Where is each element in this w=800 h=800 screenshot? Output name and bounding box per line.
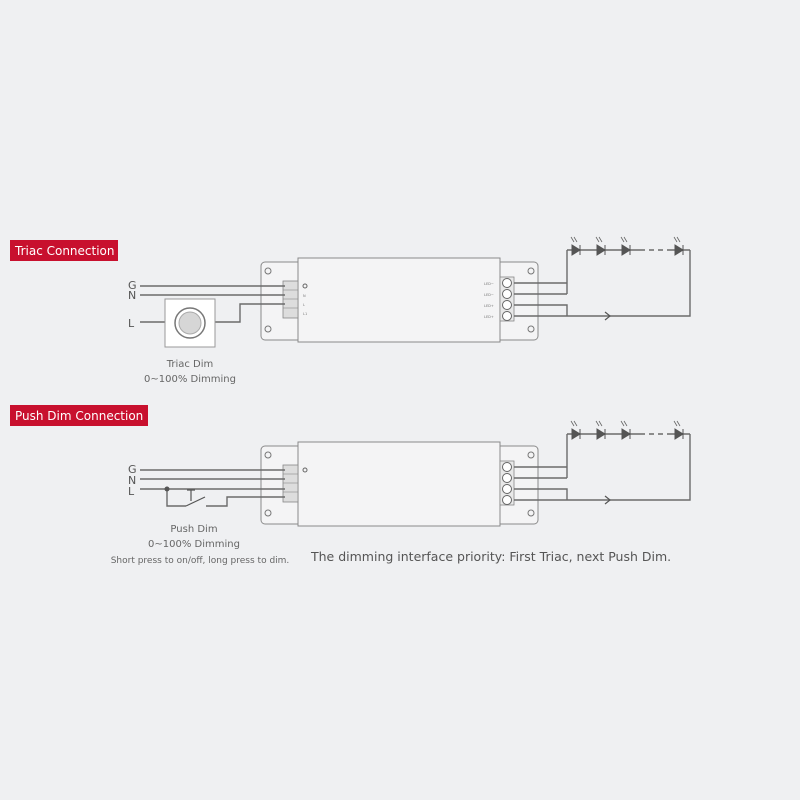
triac-dimmer-label: Triac Dim [166,359,214,370]
triac-header-badge [10,240,118,261]
triac-section: Triac Connection G N L Triac Dim 0~100% … [10,236,691,385]
led-driver [260,441,539,527]
wire-label-g: G [128,279,137,292]
push-switch-icon [185,489,206,507]
push-header-badge [10,405,148,426]
triac-dimmer-range: 0~100% Dimming [144,374,236,385]
priority-note: The dimming interface priority: First Tr… [310,549,671,564]
terminal-label: LED+ [484,304,494,308]
terminal-label: LED− [484,282,494,286]
terminal-label: LED+ [484,315,494,319]
push-section: Push Dim Connection G N L Push Dim 0~100… [10,405,691,566]
terminal-label: L1 [303,312,307,316]
triac-header: Triac Connection [14,244,115,258]
triac-dimmer-icon [164,298,216,348]
push-header: Push Dim Connection [15,409,143,423]
wire-label-n: N [128,289,136,302]
led-string [513,420,691,505]
led-string [513,236,691,321]
push-dimmer-range: 0~100% Dimming [148,539,240,550]
push-dimmer-label: Push Dim [170,524,217,535]
wire-label-l: L [128,317,135,330]
push-dimmer-note: Short press to on/off, long press to dim… [111,556,290,566]
terminal-label: LED− [484,293,494,297]
led-driver [260,257,539,343]
wire-label-n: N [128,474,136,487]
terminal-label: L [303,303,305,307]
wire-label-l: L [128,485,135,498]
terminal-label: N [303,294,306,298]
wire-label-g: G [128,463,137,476]
